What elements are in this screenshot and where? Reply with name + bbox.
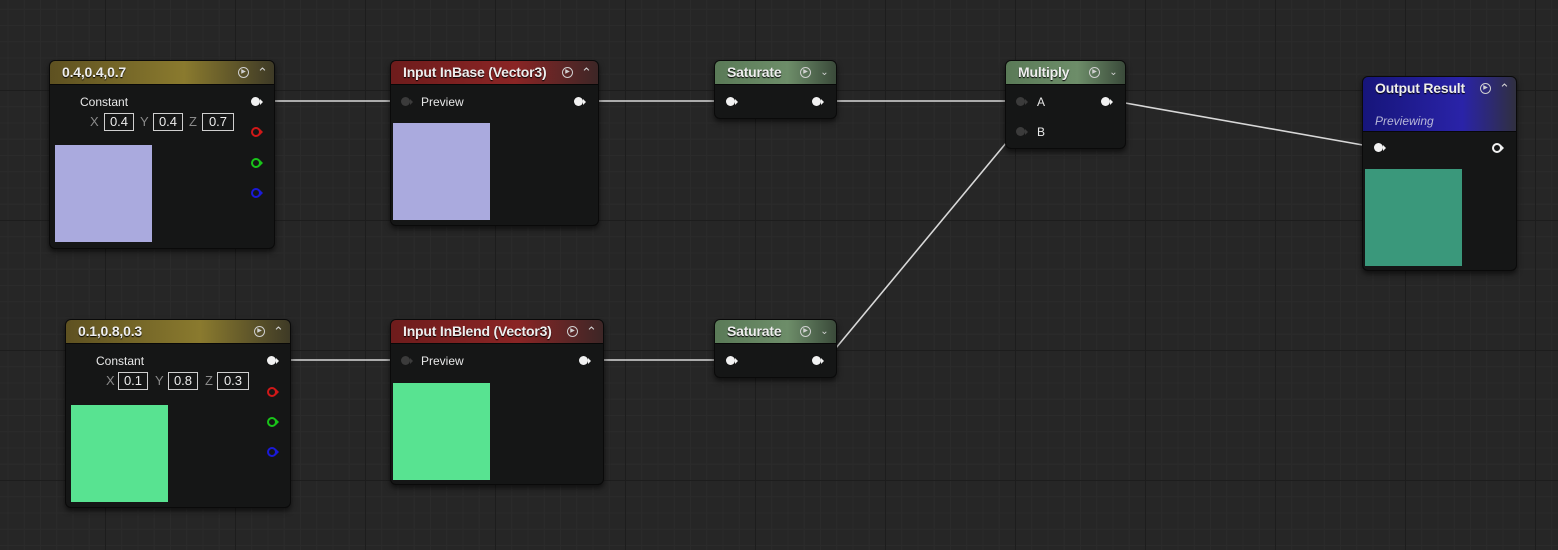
- x-value-field[interactable]: 0.4: [104, 113, 134, 131]
- play-circle-icon[interactable]: ▶: [1089, 67, 1100, 78]
- output-pin-r[interactable]: [251, 126, 263, 137]
- node-title: Saturate: [727, 323, 782, 339]
- color-preview-swatch: [393, 123, 490, 220]
- output-pin[interactable]: [1101, 96, 1113, 107]
- node-header[interactable]: Saturate ▶ ⌄: [715, 61, 836, 85]
- output-pin[interactable]: [267, 355, 279, 366]
- node-title: 0.1,0.8,0.3: [78, 323, 142, 339]
- output-pin[interactable]: [574, 96, 586, 107]
- constant-label: Constant: [80, 95, 129, 109]
- preview-input-pin[interactable]: [401, 96, 413, 107]
- node-title: Input InBlend (Vector3): [403, 323, 552, 339]
- output-pin-r[interactable]: [267, 386, 279, 397]
- output-pin-g[interactable]: [267, 416, 279, 427]
- chevron-up-icon[interactable]: ⌃: [257, 65, 268, 80]
- preview-pin-label: Preview: [421, 95, 464, 109]
- input-pin-b[interactable]: [1016, 126, 1028, 137]
- chevron-up-icon[interactable]: ⌃: [586, 324, 597, 339]
- constant-node-b[interactable]: 0.1,0.8,0.3 ▶ ⌃ Constant X 0.1 Y 0.8 Z 0…: [65, 319, 291, 508]
- output-pin[interactable]: [1492, 142, 1504, 153]
- play-circle-icon[interactable]: ▶: [238, 67, 249, 78]
- chevron-down-icon[interactable]: ⌄: [1109, 67, 1118, 78]
- play-circle-icon[interactable]: ▶: [1480, 83, 1491, 94]
- output-pin-g[interactable]: [251, 157, 263, 168]
- chevron-up-icon[interactable]: ⌃: [1499, 81, 1510, 96]
- node-header[interactable]: Input InBlend (Vector3) ▶ ⌃: [391, 320, 603, 344]
- node-header[interactable]: Input InBase (Vector3) ▶ ⌃: [391, 61, 598, 85]
- output-pin[interactable]: [251, 96, 263, 107]
- input-pin[interactable]: [1374, 142, 1386, 153]
- node-header[interactable]: Multiply ▶ ⌄: [1006, 61, 1125, 85]
- chevron-down-icon[interactable]: ⌄: [820, 67, 829, 78]
- play-circle-icon[interactable]: ▶: [562, 67, 573, 78]
- node-header[interactable]: Saturate ▶ ⌄: [715, 320, 836, 344]
- pin-a-label: A: [1037, 95, 1046, 109]
- multiply-node[interactable]: Multiply ▶ ⌄ A B: [1005, 60, 1126, 149]
- x-value-field[interactable]: 0.1: [118, 372, 148, 390]
- color-preview-swatch: [71, 405, 168, 502]
- node-title: Output Result: [1375, 80, 1465, 96]
- constant-node-a[interactable]: 0.4,0.4,0.7 ▶ ⌃ Constant X 0.4 Y 0.4 Z 0…: [49, 60, 275, 249]
- y-axis-label: Y: [155, 373, 164, 388]
- input-pin-a[interactable]: [1016, 96, 1028, 107]
- play-circle-icon[interactable]: ▶: [800, 326, 811, 337]
- output-result-node[interactable]: Output Result ▶ ⌃ Previewing: [1362, 76, 1517, 271]
- color-preview-swatch: [393, 383, 490, 480]
- input-pin[interactable]: [726, 96, 738, 107]
- play-circle-icon[interactable]: ▶: [800, 67, 811, 78]
- y-value-field[interactable]: 0.4: [153, 113, 183, 131]
- wire-multiply-to-output: [1113, 100, 1375, 148]
- input-blend-node[interactable]: Input InBlend (Vector3) ▶ ⌃ Preview: [390, 319, 604, 485]
- wire-saturate-to-multiply-b: [825, 130, 1017, 361]
- input-pin[interactable]: [726, 355, 738, 366]
- z-axis-label: Z: [189, 114, 197, 129]
- constant-label: Constant: [96, 354, 145, 368]
- node-header[interactable]: Output Result ▶ ⌃ Previewing: [1363, 77, 1516, 132]
- output-pin-b[interactable]: [251, 187, 263, 198]
- saturate-node-top[interactable]: Saturate ▶ ⌄: [714, 60, 837, 119]
- previewing-status: Previewing: [1375, 114, 1434, 128]
- output-pin[interactable]: [812, 96, 824, 107]
- result-preview-swatch: [1365, 169, 1462, 266]
- preview-input-pin[interactable]: [401, 355, 413, 366]
- node-title: Multiply: [1018, 64, 1070, 80]
- y-axis-label: Y: [140, 114, 149, 129]
- pin-b-label: B: [1037, 125, 1046, 139]
- z-value-field[interactable]: 0.3: [217, 372, 249, 390]
- node-title: 0.4,0.4,0.7: [62, 64, 126, 80]
- node-title: Input InBase (Vector3): [403, 64, 547, 80]
- saturate-node-bottom[interactable]: Saturate ▶ ⌄: [714, 319, 837, 378]
- z-axis-label: Z: [205, 373, 213, 388]
- output-pin[interactable]: [579, 355, 591, 366]
- y-value-field[interactable]: 0.8: [168, 372, 198, 390]
- node-header[interactable]: 0.4,0.4,0.7 ▶ ⌃: [50, 61, 274, 85]
- play-circle-icon[interactable]: ▶: [254, 326, 265, 337]
- output-pin[interactable]: [812, 355, 824, 366]
- input-base-node[interactable]: Input InBase (Vector3) ▶ ⌃ Preview: [390, 60, 599, 226]
- chevron-up-icon[interactable]: ⌃: [273, 324, 284, 339]
- color-preview-swatch: [55, 145, 152, 242]
- preview-pin-label: Preview: [421, 354, 464, 368]
- output-pin-b[interactable]: [267, 446, 279, 457]
- chevron-up-icon[interactable]: ⌃: [581, 65, 592, 80]
- node-title: Saturate: [727, 64, 782, 80]
- chevron-down-icon[interactable]: ⌄: [820, 326, 829, 337]
- node-header[interactable]: 0.1,0.8,0.3 ▶ ⌃: [66, 320, 290, 344]
- play-circle-icon[interactable]: ▶: [567, 326, 578, 337]
- z-value-field[interactable]: 0.7: [202, 113, 234, 131]
- x-axis-label: X: [106, 373, 115, 388]
- x-axis-label: X: [90, 114, 99, 129]
